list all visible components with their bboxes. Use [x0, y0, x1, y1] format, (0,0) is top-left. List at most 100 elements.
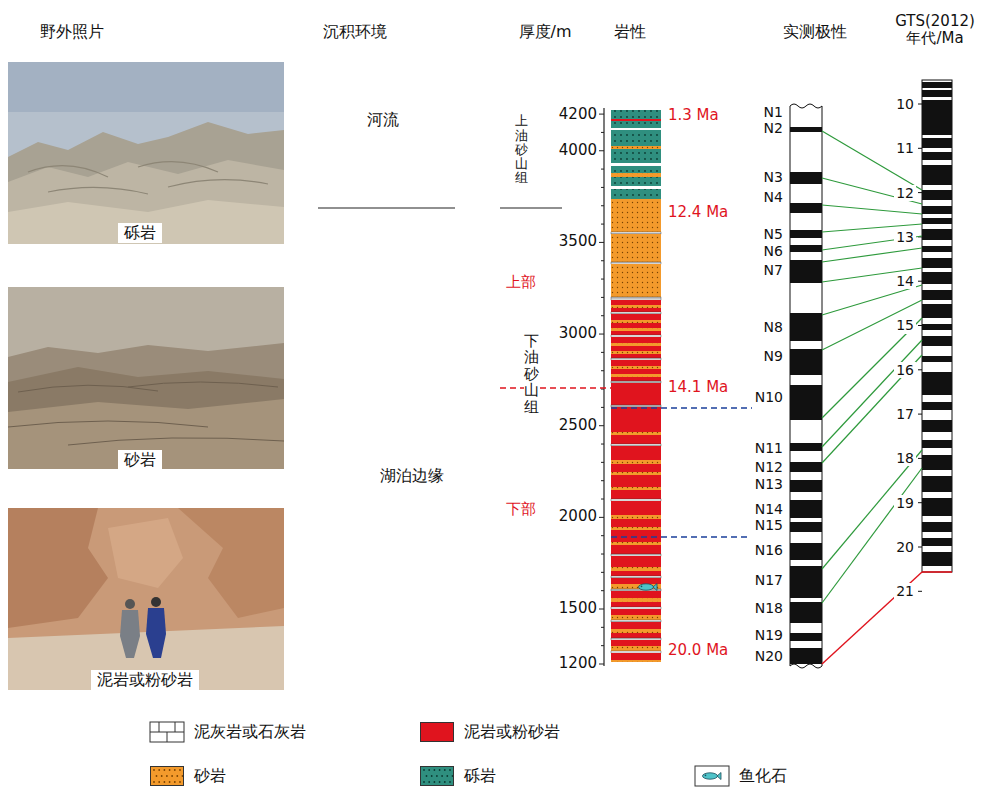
- age-marker: 20.0 Ma: [668, 642, 728, 659]
- lithology-bed: [611, 173, 661, 177]
- lithology-bed: [611, 576, 661, 578]
- gts-tick: [918, 458, 922, 459]
- lithology-bed: [611, 186, 661, 189]
- normal-polarity-band: [790, 230, 822, 238]
- correlation-line: [822, 340, 922, 447]
- lithology-bed: [611, 205, 661, 232]
- art-shape: [452, 775, 453, 777]
- polarity-zone: N4: [764, 189, 783, 205]
- thickness-value: 2500: [559, 417, 597, 434]
- art-shape: [48, 187, 148, 194]
- thickness-value: 1200: [559, 655, 597, 672]
- axis-tick: [601, 315, 604, 316]
- polarity-zone: N6: [764, 243, 783, 259]
- gts-normal-band: [922, 206, 952, 214]
- art-shape: [28, 166, 108, 177]
- gts-tick: [918, 192, 922, 193]
- lithology-bed: [611, 199, 661, 205]
- lithology-bed: [611, 629, 661, 633]
- normal-polarity-band: [790, 172, 822, 184]
- gts-normal-band: [922, 440, 952, 448]
- axis-tick: [601, 554, 604, 555]
- gts-normal-band: [922, 229, 952, 240]
- gts-normal-band: [922, 372, 952, 395]
- polarity-zone: N13: [755, 476, 783, 492]
- normal-polarity-band: [790, 313, 822, 341]
- legend-swatch: [420, 722, 454, 742]
- lithology-bed: [611, 432, 661, 435]
- lithology-bed: [611, 633, 661, 638]
- member-name: 上部: [506, 274, 536, 291]
- gts-age: 17: [894, 406, 916, 422]
- field-photo: [8, 287, 284, 469]
- polarity-zone: N20: [755, 648, 783, 664]
- legend-label: 砾岩: [464, 767, 496, 785]
- normal-polarity-band: [790, 522, 822, 532]
- art-shape: [426, 775, 428, 777]
- lithology-bed: [611, 651, 661, 653]
- gts-tick: [918, 547, 922, 548]
- gts-column: [922, 80, 952, 572]
- art-shape: [428, 781, 430, 783]
- lithology-bed: [611, 444, 661, 446]
- axis-tick: [601, 407, 604, 408]
- boundary-line: [500, 207, 562, 208]
- correlation-line: [822, 468, 922, 603]
- correlation-line: [822, 355, 922, 463]
- lithology-bed: [611, 354, 661, 358]
- art-shape: [146, 608, 166, 658]
- axis-tick: [601, 224, 604, 225]
- art-shape: [8, 160, 284, 244]
- legend-label: 鱼化石: [739, 767, 787, 785]
- lithology-bed: [611, 435, 661, 444]
- art-shape: [164, 781, 166, 783]
- lithology-bed: [611, 501, 661, 515]
- correlation-line: [822, 300, 922, 350]
- fish-fossil-symbol: [703, 773, 722, 780]
- gts-normal-band: [922, 100, 952, 135]
- lithology-bed: [611, 545, 661, 554]
- member-boundary: [500, 387, 611, 389]
- correlation-line: [822, 205, 922, 214]
- gts-age: 12: [894, 185, 916, 201]
- lithology-bed: [611, 351, 661, 354]
- lithology-bed: [611, 620, 661, 622]
- lithology-bed: [611, 646, 661, 651]
- boundary-line: [318, 207, 455, 208]
- art-shape: [8, 508, 284, 690]
- normal-polarity-band: [790, 245, 822, 252]
- gts-tick: [918, 414, 922, 415]
- art-shape: [168, 180, 268, 187]
- thickness-value: 1500: [559, 600, 597, 617]
- axis-tick: [601, 645, 604, 646]
- thickness-value: 3000: [559, 325, 597, 342]
- lithology-bed: [611, 320, 661, 323]
- lithology-bed: [611, 335, 661, 337]
- lithology-bed: [611, 366, 661, 369]
- lithology-bed: [611, 622, 661, 629]
- lithology-bed: [611, 374, 661, 377]
- gts-age: 11: [894, 140, 916, 156]
- correlation-line: [822, 131, 922, 190]
- gts-age: 14: [894, 273, 916, 289]
- art-shape: [449, 781, 451, 783]
- gts-normal-band: [922, 290, 952, 300]
- polarity-zone: N11: [755, 440, 783, 456]
- lithology-bed: [611, 475, 661, 487]
- thickness-value: 4200: [559, 106, 597, 123]
- art-shape: [431, 775, 433, 777]
- gts-tick: [918, 148, 922, 149]
- lithology-bed: [611, 328, 661, 331]
- photo-label: 砾岩: [118, 223, 162, 243]
- age-marker: 12.4 Ma: [668, 204, 728, 221]
- member-name: 下部: [506, 501, 536, 518]
- column-header: 厚度/m: [519, 23, 572, 41]
- gts-normal-band: [922, 522, 952, 532]
- art-shape: [8, 421, 208, 427]
- swatch-texture: [421, 767, 453, 785]
- gts-normal-band: [922, 356, 952, 362]
- lithology-bed: [611, 615, 661, 620]
- gts-tick: [918, 369, 922, 370]
- art-shape: [434, 769, 436, 771]
- environment-label: 湖泊边缘: [380, 467, 444, 485]
